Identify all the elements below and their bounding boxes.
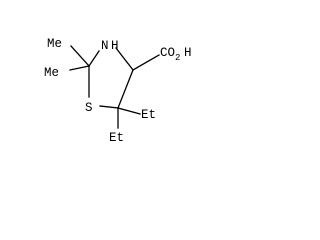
atom-h-label: H [111,39,119,53]
carboxyl-label: CO [160,46,175,60]
atom-n-label: N [101,39,109,53]
carboxyl-h-label: H [184,46,192,60]
bond-c4-carboxyl [132,54,160,71]
atom-s-label: S [85,101,93,115]
bond-c5-ethyl-right [117,107,141,115]
bond-c2-n [88,50,100,67]
bond-n-c4 [115,47,134,71]
bond-c4-c5 [117,69,134,109]
methyl-upper-label: Me [47,37,62,51]
ethyl-right-label: Et [141,108,156,122]
ethyl-lower-label: Et [109,131,124,145]
substituent-bonds [69,45,160,129]
molecule-structure: N H S Me Me CO 2 H Et Et [44,37,192,145]
carboxyl-subscript: 2 [175,53,180,63]
ring-bonds [88,47,134,109]
bond-c2-methyl-upper [70,45,90,67]
bond-c2-methyl-lower [69,65,90,71]
methyl-lower-label: Me [44,66,59,80]
bond-c5-s [99,105,119,109]
